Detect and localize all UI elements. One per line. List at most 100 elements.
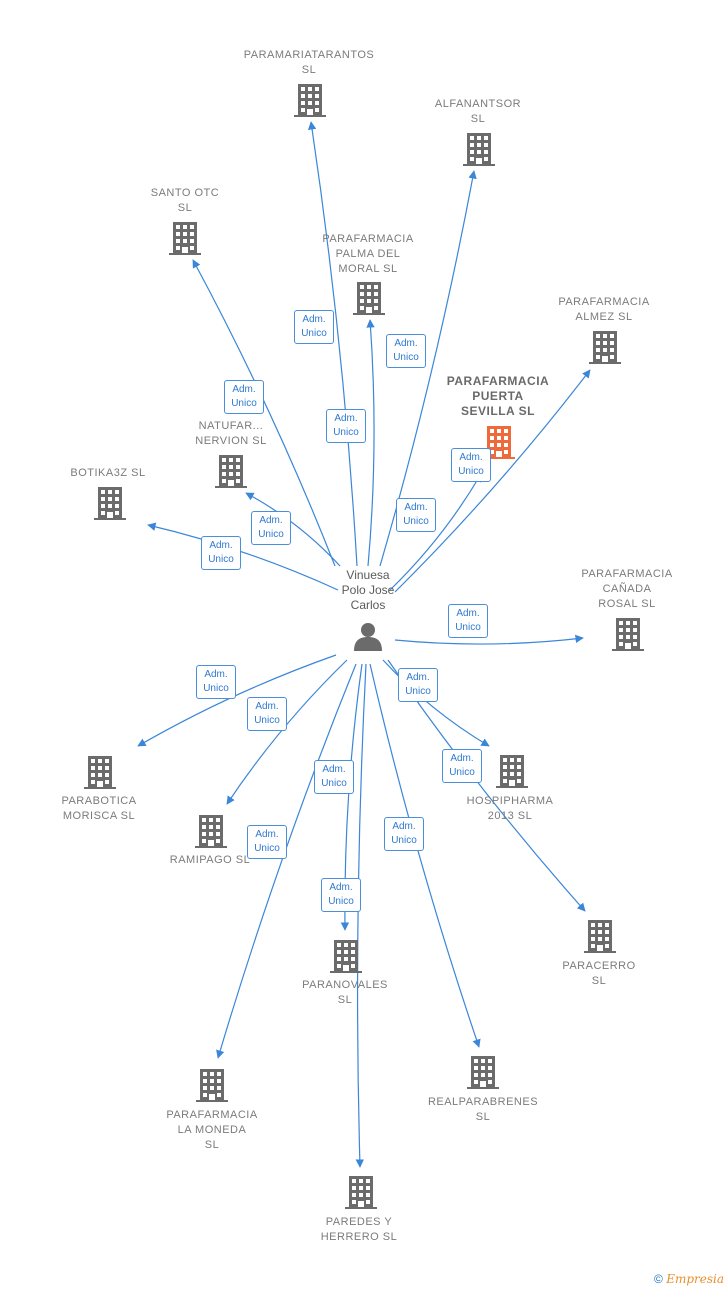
building-icon[interactable] [195,815,227,848]
relation-label-line: Unico [258,529,284,540]
company-label-line: PARAFARMACIA [446,374,550,388]
company-label-line: HOSPIPHARMA [466,795,554,807]
edge-canada-rosal [394,634,584,645]
company-label-ramipago[interactable]: RAMIPAGO SL [130,853,290,868]
relation-label-line: Unico [405,686,431,697]
company-label-naturfarma-nervion[interactable]: NATUFAR... NERVION SL [151,419,311,449]
company-label-line: PARANOVALES [302,979,388,991]
building-icon[interactable] [169,222,201,255]
company-label-line: LA MONEDA [177,1124,247,1136]
building-icon[interactable] [94,487,126,520]
relation-label[interactable]: Adm. Unico [398,668,438,702]
relation-label-line: Unico [449,767,475,778]
building-icon[interactable] [84,756,116,789]
person-icon [354,623,382,651]
company-label-line: PARABOTICA [61,795,137,807]
company-label-line: RAMIPAGO SL [169,854,251,866]
building-icon[interactable] [612,618,644,651]
company-label-line: SL [177,202,193,214]
building-icon[interactable] [330,940,362,973]
relation-label[interactable]: Adm.Unico [451,448,491,482]
relation-label[interactable]: Adm.Unico [247,825,287,859]
company-label-line: REALPARABRENES [427,1096,539,1108]
building-icon[interactable] [589,331,621,364]
company-label-line: ALFANANTSOR [434,98,522,110]
building-icon[interactable] [215,455,247,488]
relation-label[interactable]: Adm.Unico [326,409,366,443]
relation-label[interactable]: Adm. Unico [224,380,264,414]
building-icon[interactable] [496,755,528,788]
edge-naturfarma-nervion [245,492,341,567]
relation-label[interactable]: Adm.Unico [321,878,361,912]
company-label-paranovales[interactable]: PARANOVALES SL [265,978,425,1008]
relation-label[interactable]: Adm.Unico [442,749,482,783]
company-label-paredes-herrero[interactable]: PAREDES Y HERRERO SL [279,1215,439,1245]
relation-label[interactable]: Adm.Unico [384,817,424,851]
building-icon[interactable] [196,1069,228,1102]
company-label-line: NATUFAR... [198,420,264,432]
building-icon[interactable] [294,84,326,117]
relation-label-line: Adm. [404,502,428,513]
company-label-line: NERVION SL [195,435,267,447]
relation-label-line: Unico [403,516,429,527]
relation-label-line: Unico [391,835,417,846]
edge-parabotica-morisca [137,654,337,747]
edge-almez [394,369,591,593]
company-label-line: CAÑADA [602,583,652,595]
relation-label-line: Unico [393,352,419,363]
edge-paramariatarantos [307,121,358,567]
company-label-botika3z[interactable]: BOTIKA3Z SL [28,466,188,481]
relation-label-line: Adm. [209,540,233,551]
relation-label[interactable]: Adm. Unico [396,498,436,532]
relation-label-line: Unico [254,715,280,726]
copyright-symbol: © [654,1272,663,1286]
building-icon[interactable] [467,1056,499,1089]
company-label-line: PARAFARMACIA [558,296,650,308]
company-label-line: PARAMARIATARANTOS [243,49,375,61]
company-label-line: PALMA DEL [335,248,401,260]
edge-puerta-sevilla [389,473,482,591]
relation-label[interactable]: Adm.Unico [201,536,241,570]
relation-label[interactable]: Adm.Unico [251,511,291,545]
relation-label[interactable]: Adm. Unico [196,665,236,699]
edge-paredes-herrero [355,663,367,1168]
relation-label-line: Adm. [329,882,353,893]
relation-label[interactable]: Adm.Unico [294,310,334,344]
building-icon[interactable] [345,1176,377,1209]
company-label-line: SL [337,994,353,1006]
relation-label-line: Unico [231,398,257,409]
relation-label-line: Adm. [204,669,228,680]
edge-la-moneda [216,663,357,1059]
person-name[interactable]: Vinuesa Polo Jose Carlos [341,568,395,612]
company-label-line: PAREDES Y [325,1216,393,1228]
relation-label-line: Adm. [406,672,430,683]
relation-label-line: Unico [333,427,359,438]
relation-label-line: Adm. [459,452,483,463]
building-icon[interactable] [463,133,495,166]
relation-label[interactable]: Adm.Unico [247,697,287,731]
relation-label[interactable]: Adm.Unico [314,760,354,794]
relation-label[interactable]: Adm.Unico [448,604,488,638]
company-label-line: BOTIKA3Z SL [70,467,146,479]
relation-label-line: Unico [321,778,347,789]
company-label-line: SL [204,1139,220,1151]
building-icon[interactable] [584,920,616,953]
relation-label-line: Adm. [232,384,256,395]
building-icon[interactable] [353,282,385,315]
company-label-line: HERRERO SL [320,1231,398,1243]
relation-label[interactable]: Adm.Unico [386,334,426,368]
relation-label-line: Unico [301,328,327,339]
relation-label-line: Unico [203,683,229,694]
